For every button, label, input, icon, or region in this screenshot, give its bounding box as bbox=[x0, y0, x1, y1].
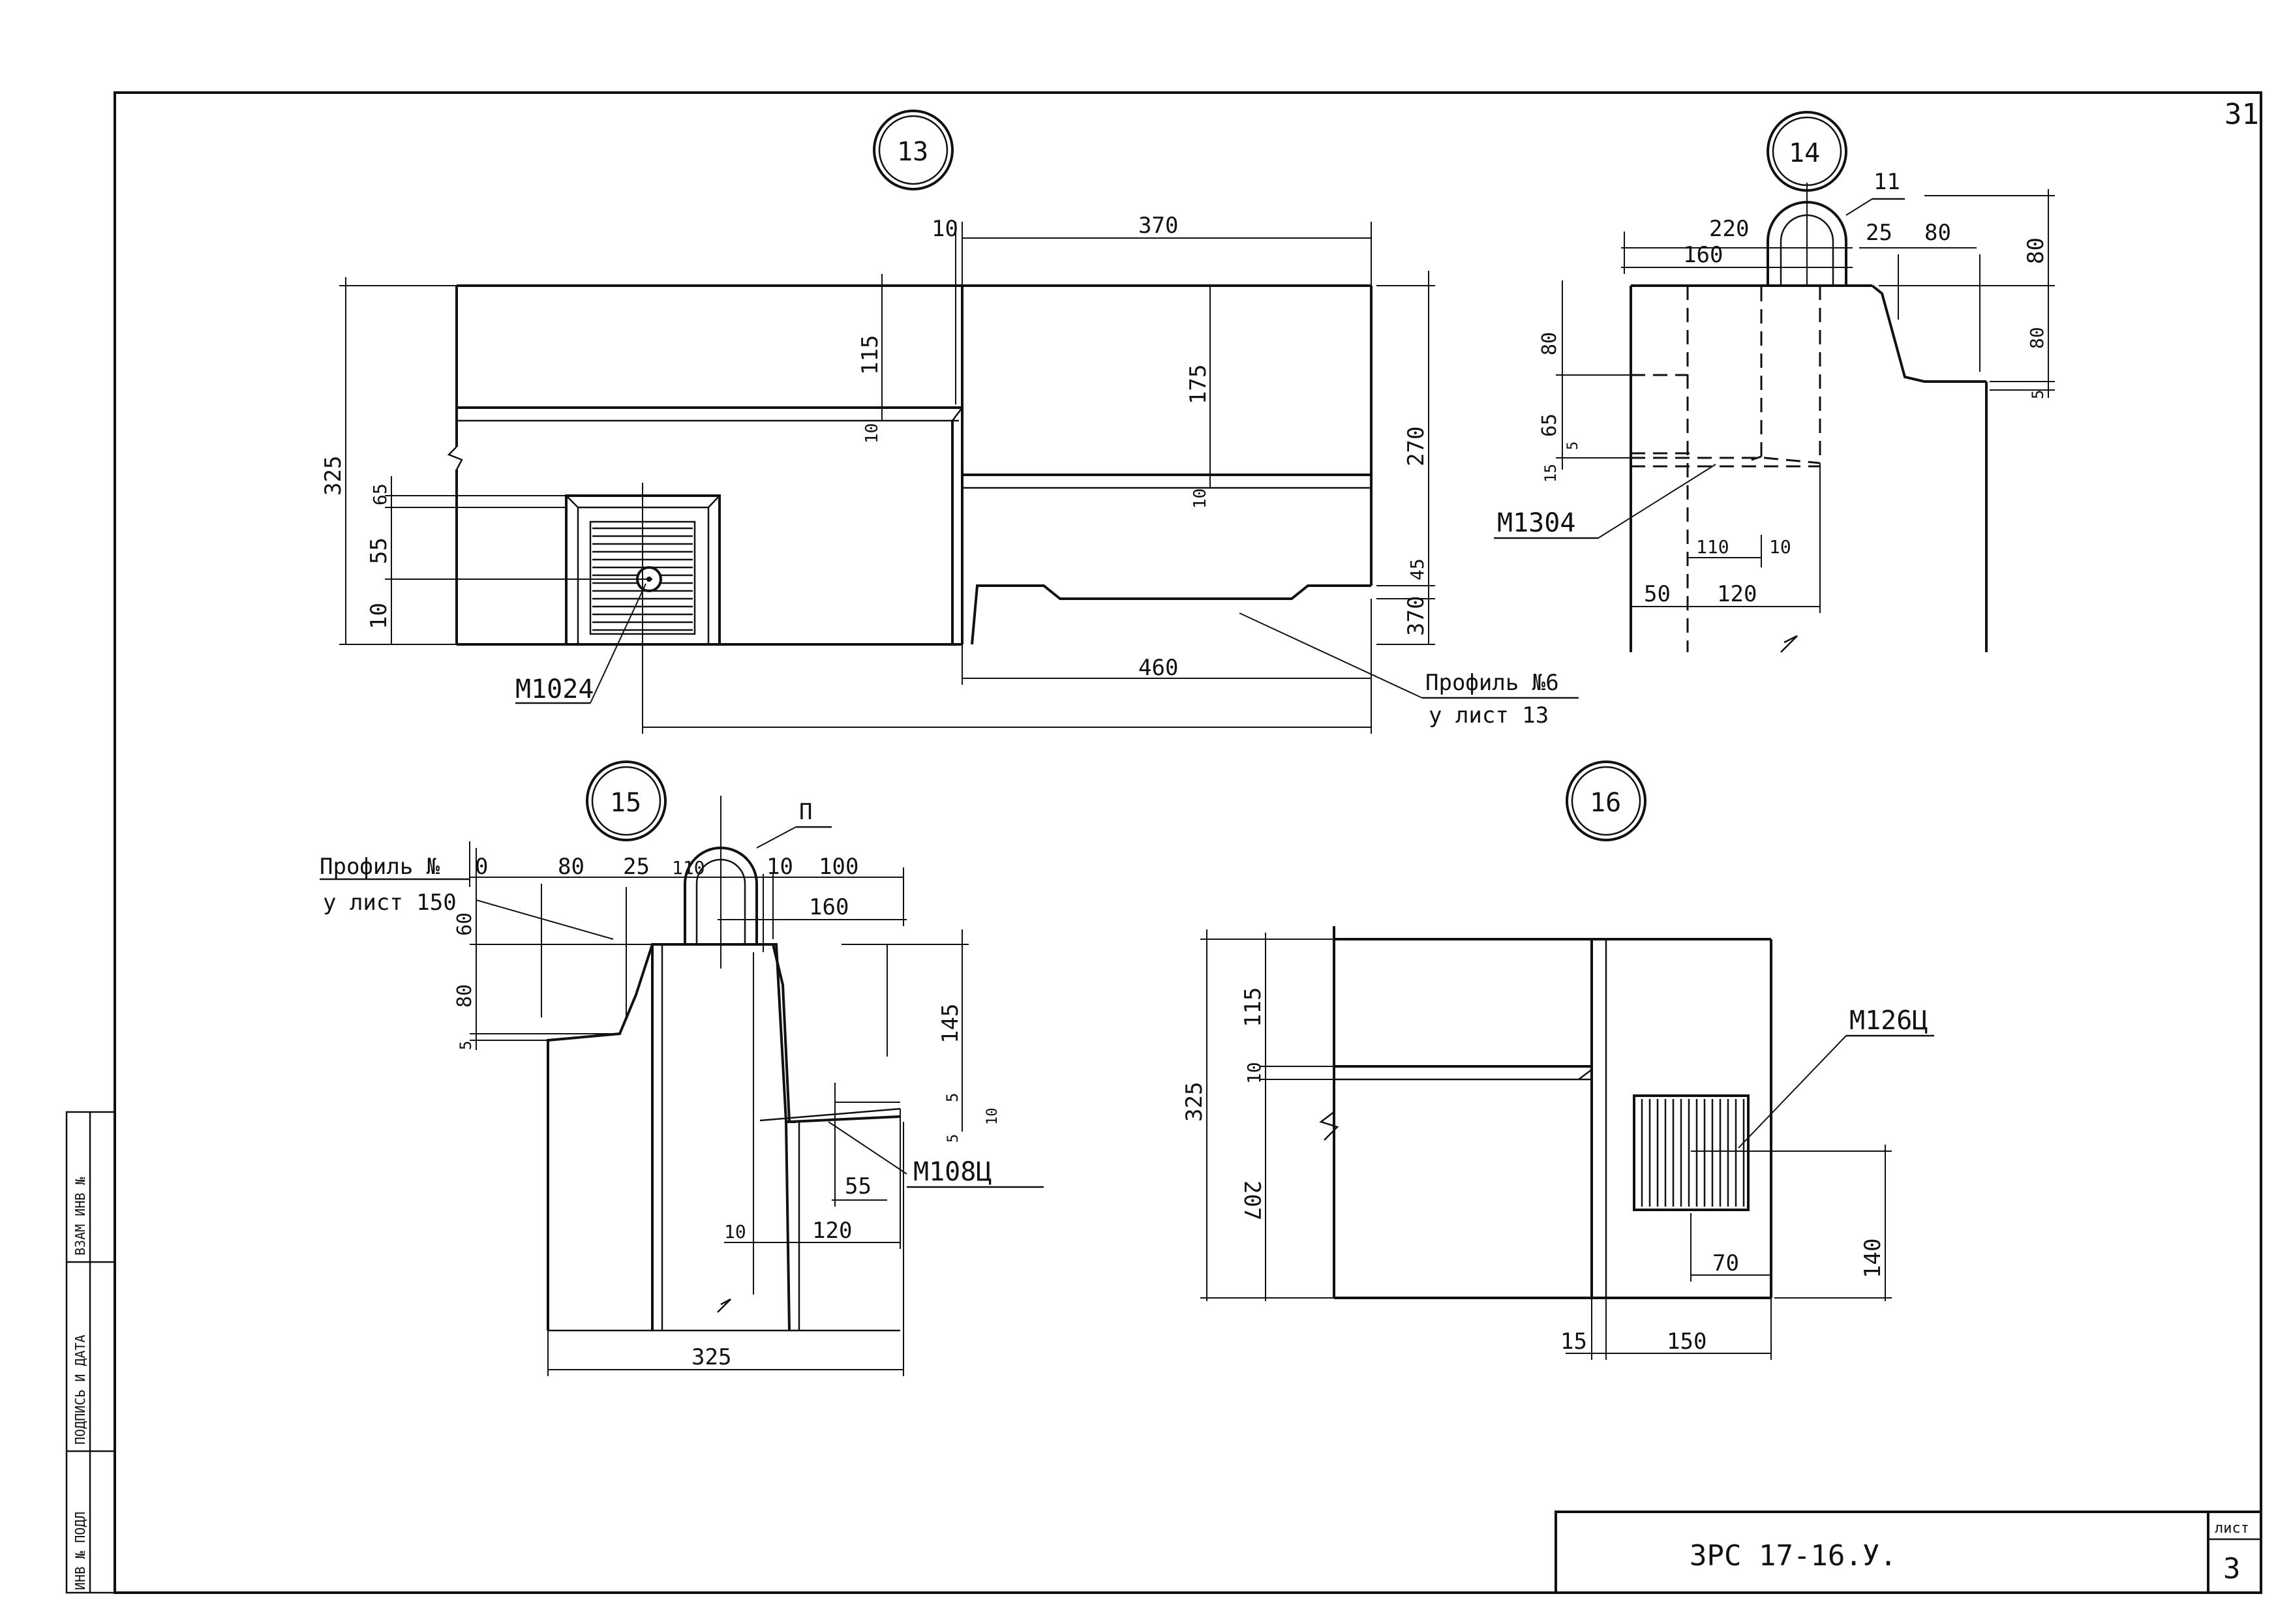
callout-15-prof-2: у лист 150 bbox=[323, 890, 457, 916]
callout-15-emb: М108Ц bbox=[913, 1157, 992, 1187]
dim-14-d: 25 bbox=[1866, 220, 1892, 246]
dim-14-k: 5 bbox=[1565, 442, 1581, 450]
dim-14-b: 160 bbox=[1683, 242, 1723, 268]
dim-13-f: 325 bbox=[320, 456, 346, 496]
dim-15-b: 80 bbox=[558, 854, 584, 880]
dim-13-a: 10 bbox=[932, 216, 958, 242]
dim-15-o: 55 bbox=[845, 1173, 872, 1199]
view-16-label: 16 bbox=[1590, 788, 1621, 818]
dim-14-j: 65 bbox=[1538, 414, 1561, 437]
dim-15-p: 10 bbox=[724, 1221, 746, 1242]
view-14-label: 14 bbox=[1789, 138, 1820, 168]
sheet-no: 3 bbox=[2223, 1552, 2241, 1586]
stamp-inv-podl: ИНВ № ПОДЛ bbox=[72, 1512, 88, 1590]
dim-13-n: 460 bbox=[1138, 655, 1178, 681]
stamp-vzam-inv: ВЗАМ ИНВ № bbox=[72, 1177, 88, 1256]
dim-14-o: 50 bbox=[1644, 581, 1671, 607]
dim-15-g: 160 bbox=[809, 894, 849, 920]
dim-13-l: 45 bbox=[1406, 558, 1428, 580]
dim-15-l: 5 bbox=[943, 1093, 962, 1102]
dim-15-s: П bbox=[799, 799, 812, 825]
dim-15-q: 120 bbox=[812, 1218, 852, 1244]
dim-13-g: 10 bbox=[862, 423, 882, 444]
dim-16-b: 10 bbox=[1243, 1062, 1265, 1084]
dim-14-a: 220 bbox=[1709, 216, 1749, 242]
callout-13-emb: М1024 bbox=[515, 674, 594, 704]
dim-14-i: 80 bbox=[1538, 332, 1561, 355]
dim-15-d: 110 bbox=[672, 857, 705, 879]
dim-13-k: 10 bbox=[366, 603, 392, 629]
dim-16-a: 115 bbox=[1240, 987, 1266, 1027]
view-13-label: 13 bbox=[897, 137, 928, 167]
dim-13-m: 370 bbox=[1403, 596, 1429, 636]
dim-15-f: 100 bbox=[819, 854, 858, 880]
dim-15-n: 5 bbox=[945, 1134, 962, 1143]
callout-14-emb: М1304 bbox=[1497, 508, 1575, 538]
dim-16-f: 140 bbox=[1860, 1239, 1886, 1278]
dim-13-d: 175 bbox=[1185, 365, 1211, 404]
dim-15-j: 5 bbox=[457, 1041, 475, 1050]
title-block: 3РС 17-16.У. лист 3 bbox=[1555, 1511, 2262, 1594]
dim-14-g: 80 bbox=[2026, 327, 2048, 349]
dim-13-j: 55 bbox=[366, 537, 392, 564]
dim-15-r: 325 bbox=[691, 1344, 731, 1370]
sheet-label: лист bbox=[2215, 1520, 2249, 1537]
dim-13-h: 10 bbox=[1191, 489, 1210, 509]
dim-15-m: 10 bbox=[984, 1108, 1001, 1126]
dim-13-i: 65 bbox=[369, 483, 391, 505]
left-stamp: ВЗАМ ИНВ № ПОДПИСЬ И ДАТА ИНВ № ПОДЛ bbox=[65, 1111, 116, 1594]
dim-16-g: 15 bbox=[1560, 1329, 1587, 1355]
callout-16-emb: М126Ц bbox=[1849, 1006, 1928, 1036]
sheet-number: 31 bbox=[2224, 98, 2259, 131]
dim-14-p: 120 bbox=[1717, 581, 1757, 607]
dim-15-h: 60 bbox=[453, 912, 476, 936]
dim-14-c: 11 bbox=[1874, 169, 1900, 195]
dim-16-c: 325 bbox=[1181, 1082, 1207, 1122]
view-16: 16 325 115 10 207 bbox=[1181, 760, 1934, 1360]
callout-13-prof-2: у лист 13 bbox=[1429, 702, 1549, 729]
dim-16-h: 150 bbox=[1667, 1329, 1707, 1355]
dim-14-m: 110 bbox=[1696, 536, 1729, 558]
callout-13-prof-1: Профиль №6 bbox=[1425, 670, 1559, 696]
view-14: 14 220 160 11 25 80 bbox=[1494, 111, 2055, 653]
dim-16-d: 207 bbox=[1239, 1180, 1265, 1220]
dim-14-n: 10 bbox=[1769, 536, 1791, 558]
dim-15-a: 0 bbox=[475, 854, 488, 880]
dim-13-e: 270 bbox=[1403, 427, 1429, 466]
dim-14-l: 15 bbox=[1541, 464, 1560, 483]
view-13: 13 bbox=[320, 110, 1579, 734]
callout-15-prof-1: Профиль № bbox=[320, 854, 440, 880]
dim-14-h: 5 bbox=[2029, 390, 2047, 399]
dim-15-k: 145 bbox=[937, 1004, 963, 1044]
dim-15-i: 80 bbox=[453, 984, 476, 1008]
view-15-label: 15 bbox=[610, 788, 641, 818]
sheet-frame bbox=[114, 91, 2262, 1594]
dim-13-c: 115 bbox=[857, 335, 883, 375]
dim-15-e: 10 bbox=[766, 854, 793, 880]
dim-15-c: 25 bbox=[623, 854, 650, 880]
dim-14-f: 80 bbox=[2023, 237, 2049, 264]
view-15: 15 0 80 25 110 10 100 160 П bbox=[320, 760, 1044, 1376]
dim-16-e: 70 bbox=[1712, 1250, 1739, 1276]
stamp-podpis-data: ПОДПИСЬ И ДАТА bbox=[72, 1334, 88, 1445]
drawing-code: 3РС 17-16.У. bbox=[1690, 1539, 1897, 1572]
dim-13-b: 370 bbox=[1138, 213, 1178, 239]
dim-14-e: 80 bbox=[1924, 220, 1951, 246]
